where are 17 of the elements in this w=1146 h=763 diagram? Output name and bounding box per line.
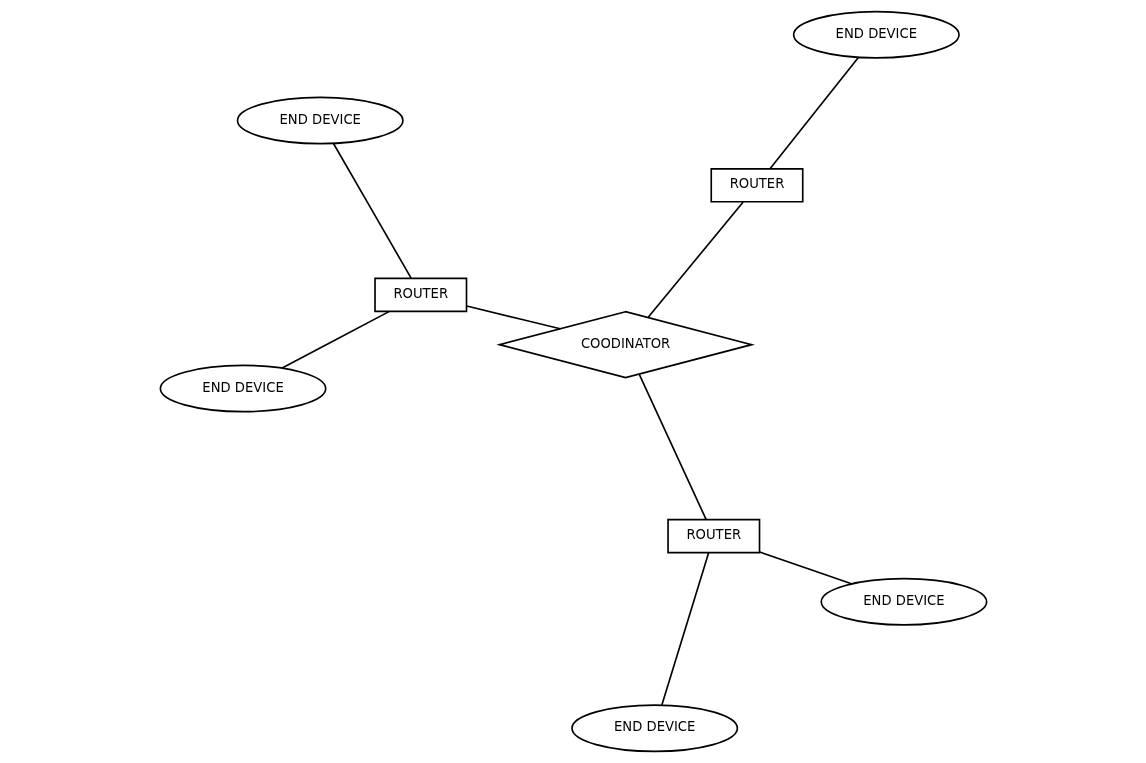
connector — [758, 551, 852, 585]
connector — [660, 552, 709, 706]
node-ellipse: END DEVICE — [570, 704, 738, 753]
node-box: ROUTER — [373, 277, 467, 313]
node-box: ROUTER — [709, 168, 804, 203]
connector — [768, 56, 859, 170]
connector — [332, 142, 412, 279]
node-ellipse: END DEVICE — [236, 96, 404, 145]
node-box: ROUTER — [666, 518, 760, 554]
connector — [280, 310, 390, 369]
connector — [465, 305, 561, 330]
node-ellipse: END DEVICE — [159, 364, 327, 413]
connector — [646, 201, 744, 319]
node-diamond: COODINATOR — [495, 310, 755, 379]
node-ellipse: END DEVICE — [819, 577, 987, 626]
node-ellipse: END DEVICE — [792, 10, 960, 59]
connector — [637, 373, 707, 521]
